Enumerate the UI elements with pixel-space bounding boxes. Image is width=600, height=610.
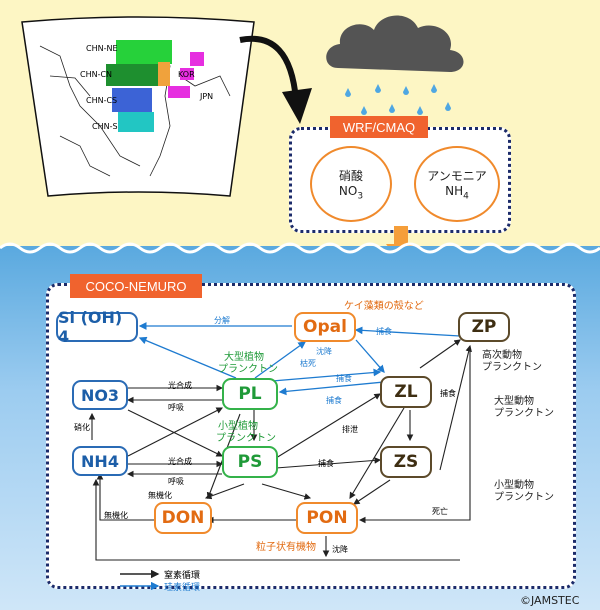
map-label-kor: KOR [178,70,195,79]
map-label-jpn: JPN [200,92,214,101]
map-label-chn-cs: CHN-CS [86,96,118,105]
node-don: DON [154,502,212,534]
ps-note-1: 小型植物 [218,421,258,432]
node-zl: ZL [380,376,432,408]
label-resp-1: 呼吸 [168,403,184,412]
coco-nemuro-title: COCO-NEMURO [70,274,202,298]
legend-silicon: 珪素循環 [164,583,201,593]
label-resp-2: 呼吸 [168,477,184,486]
node-opal: Opal [294,312,356,342]
node-zp: ZP [458,312,510,342]
rain-cloud-icon [326,15,464,115]
label-photo-1: 光合成 [168,381,192,390]
copyright-credit: ©JAMSTEC [520,594,580,607]
node-sioh4: Si (OH) 4 [56,308,138,346]
map-label-chn-cn: CHN-CN [80,70,113,79]
pl-note-1: 大型植物 [224,352,264,363]
zp-note-2: プランクトン [482,362,542,373]
ammonia-bubble: アンモニア NH4 [414,146,500,222]
pon-note: 粒子状有機物 [256,542,316,553]
label-sink-1: 沈降 [316,347,332,356]
label-graze-4: 捕食 [318,459,334,468]
nitrate-formula: NO3 [338,183,364,202]
emission-region-map [21,16,255,197]
zs-note-1: 小型動物 [494,480,534,491]
node-ps: PS [222,446,278,478]
nitrate-name: 硝酸 [338,168,363,183]
zp-note-1: 高次動物 [482,350,522,361]
ps-note-2: プランクトン [216,433,276,444]
label-graze-3: 捕食 [376,327,392,336]
opal-note: ケイ藻類の殻など [344,301,424,312]
label-decomp: 分解 [214,316,230,325]
zl-note-1: 大型動物 [494,396,534,407]
node-pon: PON [296,502,358,534]
node-nh4: NH4 [72,446,128,476]
wrf-cmaq-title: WRF/CMAQ [330,116,428,138]
ammonia-formula: NH4 [445,183,469,202]
node-no3: NO3 [72,380,128,410]
node-pl: PL [222,378,278,410]
label-death-2: 死亡 [432,507,448,516]
zs-note-2: プランクトン [494,492,554,503]
label-graze-2: 捕食 [326,396,342,405]
label-mineral-1: 無機化 [148,491,172,500]
label-death-1: 枯死 [300,359,316,368]
label-graze-1: 捕食 [336,374,352,383]
zl-note-2: プランクトン [494,408,554,419]
ammonia-name: アンモニア [427,168,487,183]
label-sink-2: 沈降 [332,545,348,554]
transport-arrow [239,35,312,124]
label-photo-2: 光合成 [168,457,192,466]
legend-nitrogen: 窒素循環 [164,571,201,581]
map-label-chn-ne: CHN-NE [86,44,118,53]
nitrate-bubble: 硝酸 NO3 [310,146,392,222]
node-zs: ZS [380,446,432,478]
label-mineral-2: 無機化 [104,511,128,520]
pl-note-2: プランクトン [218,364,278,375]
label-excr: 排泄 [342,425,358,434]
label-graze-5: 捕食 [440,389,456,398]
wave-line [0,242,600,254]
label-nitri: 硝化 [74,423,90,432]
map-label-chn-s: CHN-S [92,122,118,131]
